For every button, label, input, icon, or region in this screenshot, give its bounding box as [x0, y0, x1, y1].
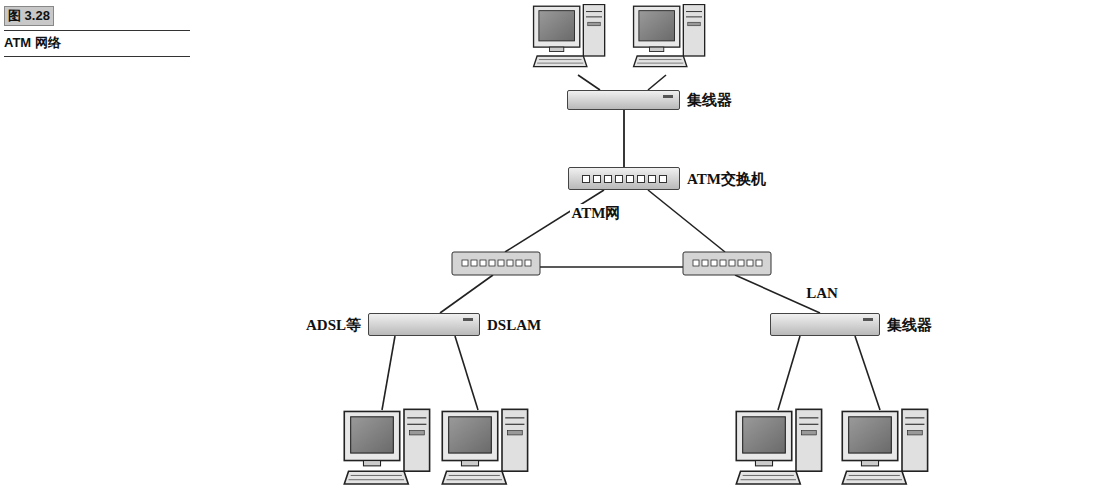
network-hub: ADSL等 DSLAM — [306, 313, 541, 336]
rule-line — [4, 56, 190, 57]
device-label: DSLAM — [487, 316, 541, 334]
device-label: ATM交换机 — [687, 170, 766, 188]
device-label: 集线器 — [687, 91, 732, 109]
hub-body — [368, 313, 480, 336]
link-lines — [382, 75, 880, 410]
figure-heading: 图 3.28ATM 网络 — [4, 6, 190, 57]
atm-switch: ATM交换机 — [568, 167, 766, 190]
network-hub: 集线器 — [770, 313, 932, 336]
network-hub: 集线器 — [567, 90, 732, 110]
hub-body — [770, 313, 880, 336]
hub-body — [567, 90, 680, 110]
computer-icon — [344, 4, 927, 484]
link-line — [623, 110, 625, 167]
device-label: 集线器 — [887, 316, 932, 334]
rule-line — [4, 30, 190, 31]
network-label: ATM网 — [570, 204, 623, 223]
atm-switch — [452, 252, 771, 275]
switch-body — [568, 167, 680, 190]
network-label: LAN — [804, 285, 840, 302]
figure-caption: ATM 网络 — [4, 31, 190, 56]
figure-number: 图 3.28 — [4, 6, 54, 26]
device-label: ADSL等 — [306, 316, 361, 334]
